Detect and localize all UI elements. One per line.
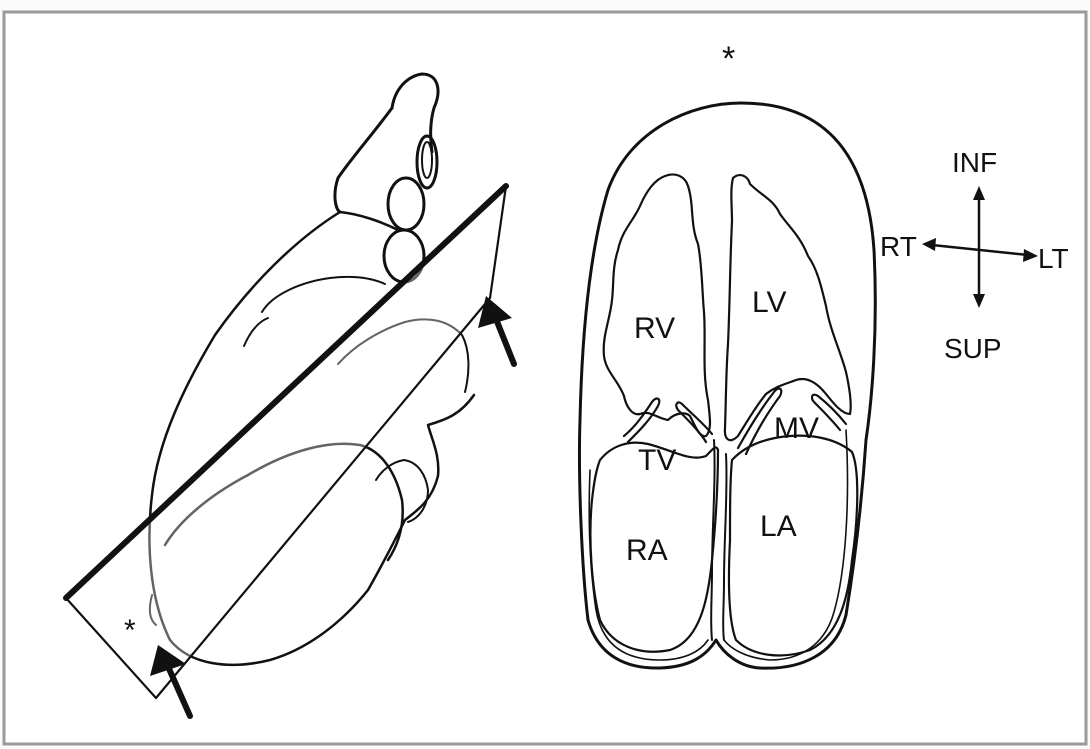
compass-lt-label: LT: [1038, 243, 1069, 274]
lv-label: LV: [752, 286, 786, 319]
compass-inf-label: INF: [952, 147, 997, 178]
rv-label: RV: [634, 312, 675, 345]
apex-marker: *: [722, 40, 735, 78]
compass-rt-label: RT: [880, 231, 917, 262]
tv-label: TV: [638, 444, 676, 477]
plane-marker: *: [124, 614, 136, 647]
ra-label: RA: [626, 534, 668, 567]
mv-label: MV: [774, 412, 819, 445]
la-label: LA: [760, 510, 797, 543]
compass-sup-label: SUP: [944, 333, 1002, 364]
